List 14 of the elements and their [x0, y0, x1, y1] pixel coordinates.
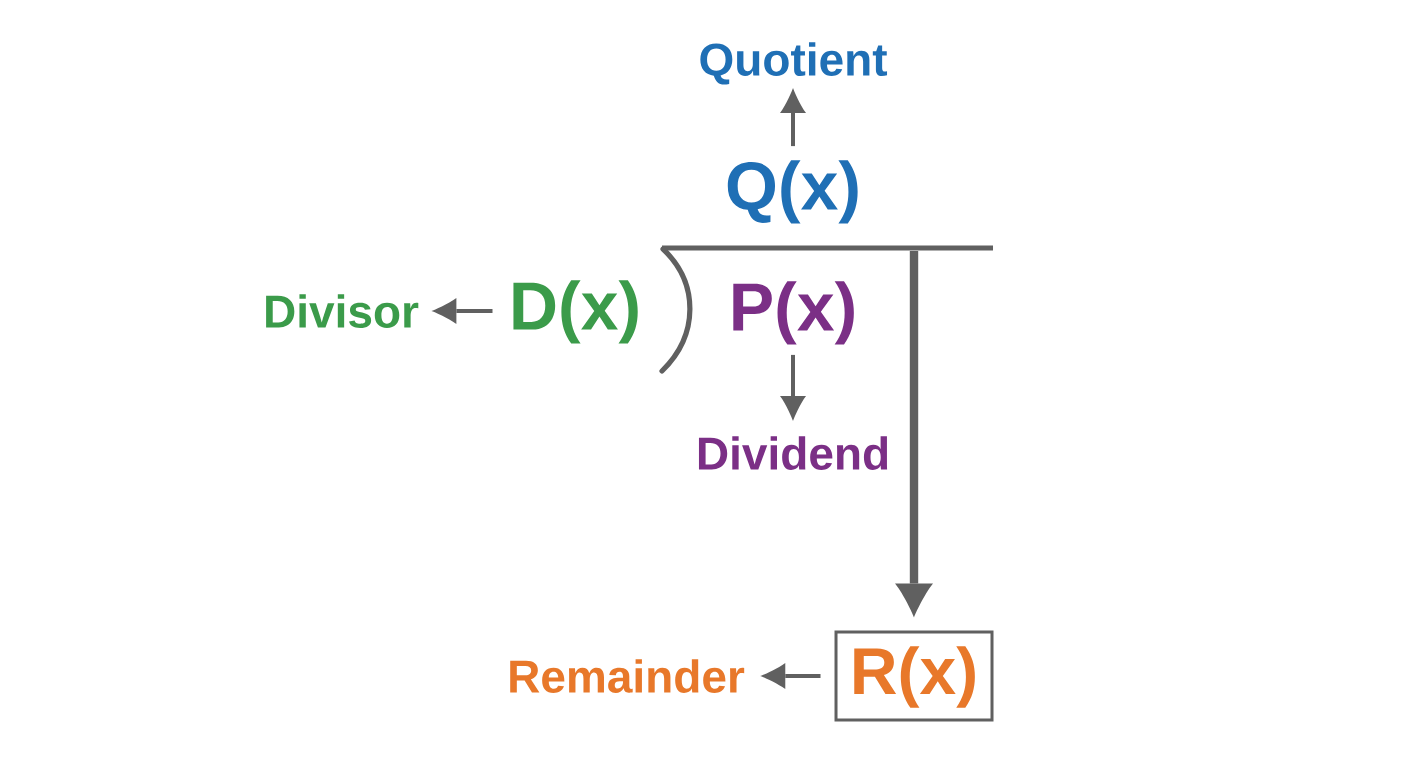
division-bar	[662, 245, 993, 251]
math-expression: P(x)	[733, 281, 854, 345]
math-expression: Q(x)	[727, 160, 858, 224]
math-expression: D(x)	[513, 280, 638, 344]
arrow	[780, 87, 806, 147]
term-label: Dividend	[698, 436, 888, 470]
boxed-expression: R(x)	[834, 630, 994, 722]
arrow	[431, 298, 493, 324]
arrow	[895, 251, 933, 618]
term-label: Remainder	[510, 659, 745, 693]
arrow	[780, 354, 806, 422]
term-label: Quotient	[700, 42, 888, 85]
arrow	[760, 663, 821, 689]
term-label: Divisor	[266, 294, 419, 328]
